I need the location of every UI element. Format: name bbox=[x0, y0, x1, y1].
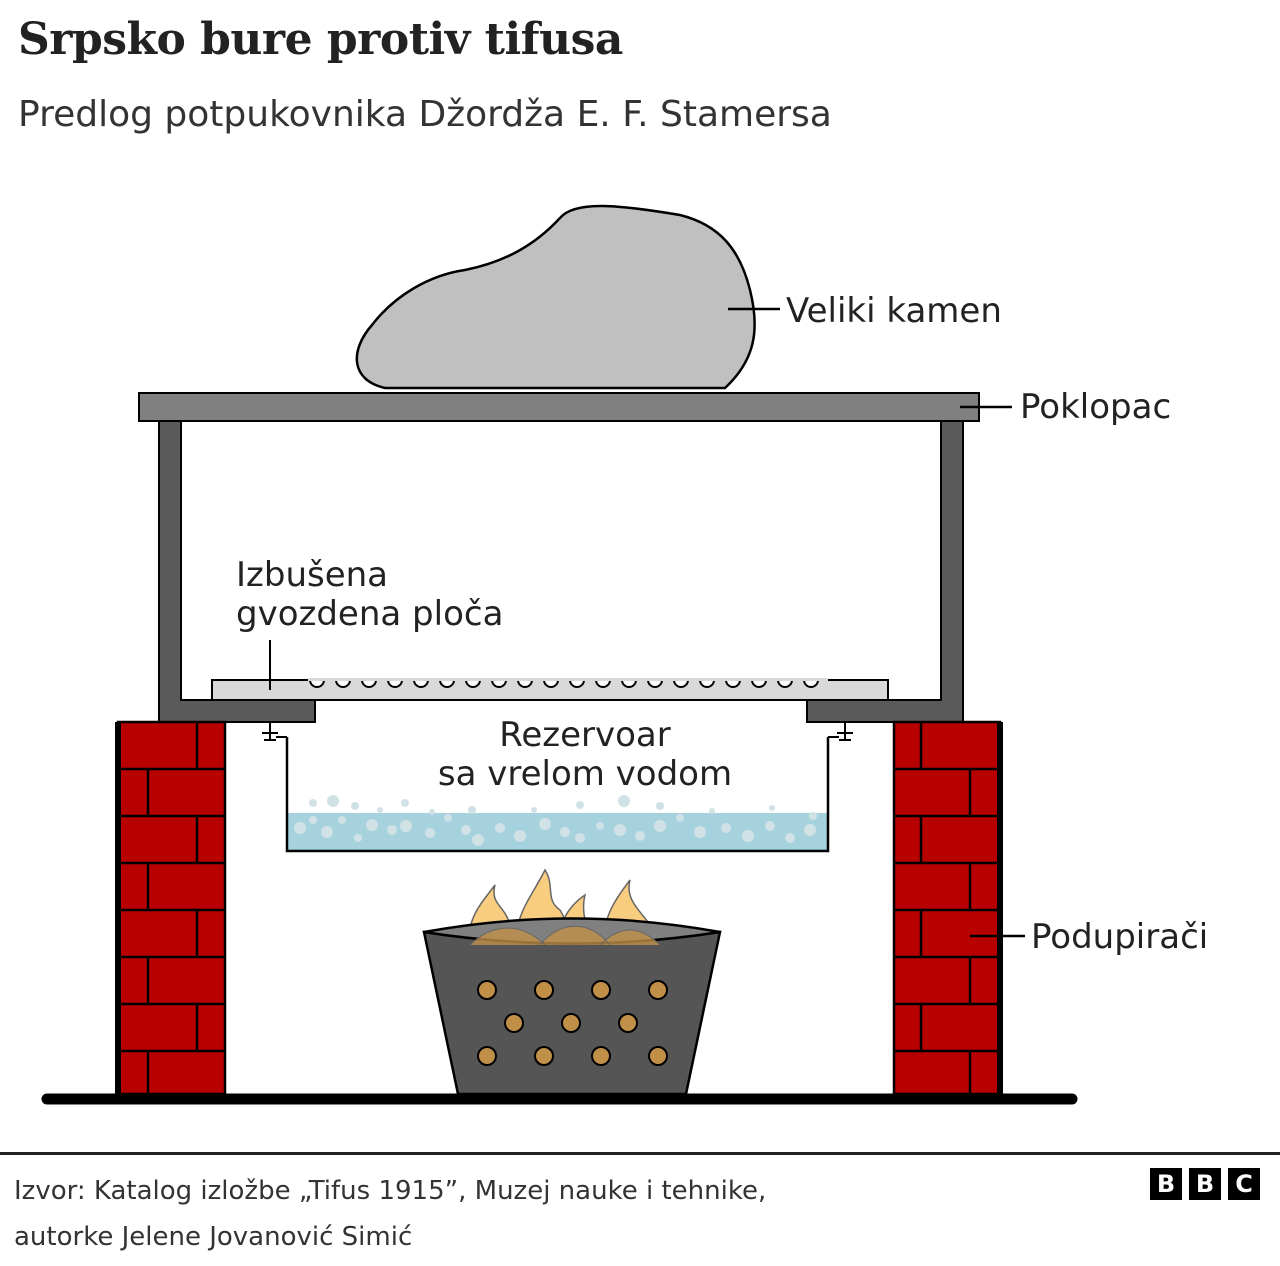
label-supports: Podupirači bbox=[1031, 917, 1208, 957]
brick-column-left bbox=[115, 720, 227, 1096]
bbc-logo: B B C bbox=[1150, 1168, 1260, 1200]
source-line-1: Izvor: Katalog izložbe „Tifus 1915”, Muz… bbox=[14, 1176, 767, 1206]
bbc-logo-b2: B bbox=[1189, 1168, 1221, 1200]
chart-title: Srpsko bure protiv tifusa bbox=[18, 14, 623, 65]
stone-shape bbox=[355, 204, 756, 390]
source-note: Izvor: Katalog izložbe „Tifus 1915”, Muz… bbox=[14, 1168, 766, 1260]
footer-divider bbox=[0, 1152, 1280, 1155]
bucket-body bbox=[422, 930, 722, 1096]
brick-column-right bbox=[892, 720, 1025, 1096]
bbc-logo-b1: B bbox=[1150, 1168, 1182, 1200]
frame-right bbox=[806, 420, 964, 723]
perforated-plate bbox=[211, 640, 889, 701]
label-reservoir-line1: Rezervoar bbox=[499, 715, 671, 755]
label-plate-line1: Izbušena bbox=[236, 555, 388, 595]
label-plate-line2: gvozdena ploča bbox=[236, 594, 503, 634]
label-stone: Veliki kamen bbox=[786, 291, 1002, 331]
bucket-holes bbox=[477, 980, 668, 1066]
label-reservoir-line2: sa vrelom vodom bbox=[438, 754, 732, 794]
chart-subtitle: Predlog potpukovnika Džordža E. F. Stame… bbox=[18, 94, 832, 135]
lid-shape bbox=[138, 392, 980, 422]
bbc-logo-c: C bbox=[1228, 1168, 1260, 1200]
reservoir bbox=[262, 722, 853, 853]
barrel-diagram: Veliki kamen Poklopac Izbušena gvozdena … bbox=[41, 204, 1208, 1105]
source-line-2: autorke Jelene Jovanović Simić bbox=[14, 1222, 413, 1252]
label-lid: Poklopac bbox=[1020, 387, 1171, 427]
